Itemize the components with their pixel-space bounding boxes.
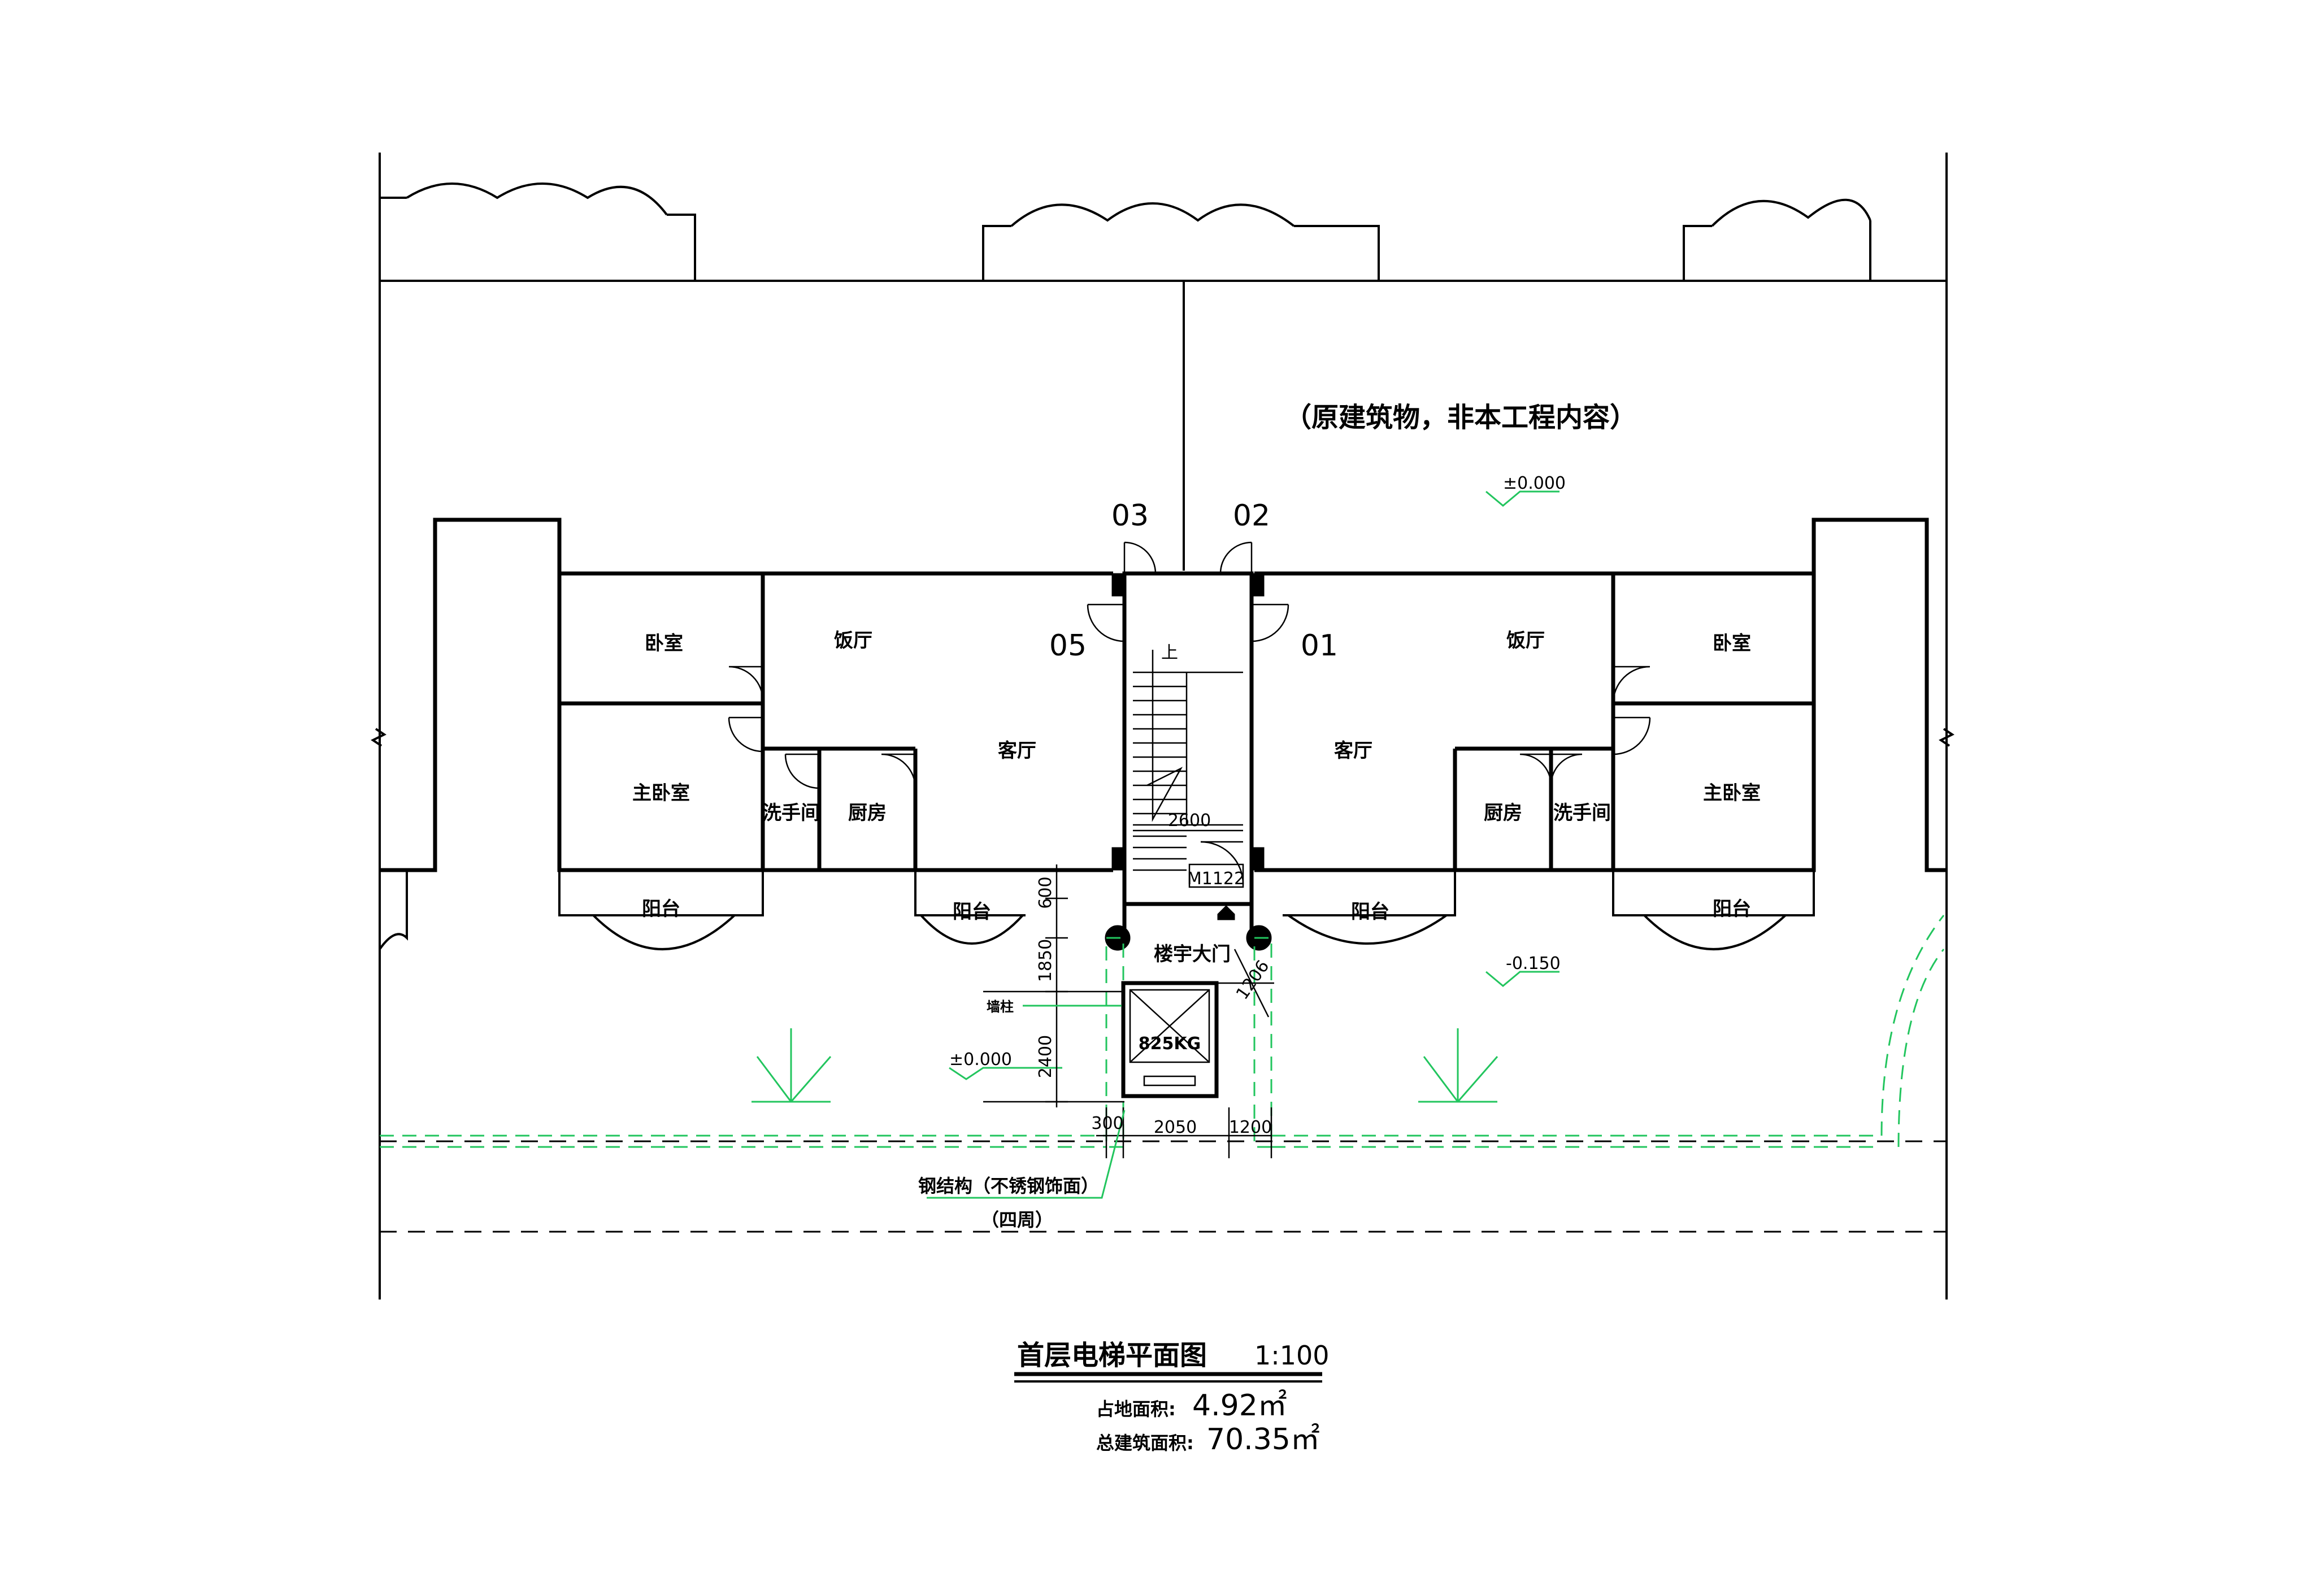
room-kitchen-left: 厨房 — [848, 802, 887, 824]
steel-note-leader — [927, 1110, 1126, 1199]
level-marker-left: ±0.000 — [949, 1050, 1062, 1080]
total-area-value: 70.35㎡ — [1206, 1423, 1320, 1457]
room-dining-left: 饭厅 — [834, 629, 872, 652]
stair-core — [1111, 571, 1265, 906]
door-label-03: 03 — [1111, 499, 1149, 533]
room-washroom-left: 洗手间 — [762, 802, 820, 824]
dim-2400: 2400 — [1036, 1035, 1055, 1078]
column — [1251, 573, 1265, 597]
room-bedroom-right: 卧室 — [1713, 632, 1751, 655]
room-bedroom-left: 卧室 — [645, 632, 683, 655]
door-label-05: 05 — [1049, 629, 1087, 663]
total-area-label: 总建筑面积: — [1096, 1432, 1194, 1454]
room-balcony-left-2: 阳台 — [953, 901, 991, 923]
steel-note-line1: 钢结构（不锈钢饰面） — [918, 1175, 1099, 1197]
room-living-left: 客厅 — [998, 740, 1036, 762]
dim-2600: 2600 — [1168, 811, 1211, 831]
drawing-scale: 1:100 — [1254, 1340, 1330, 1371]
dim-1850: 1850 — [1036, 939, 1055, 982]
level-text: ±0.000 — [1503, 473, 1566, 493]
plant-symbol-left — [752, 1028, 832, 1103]
door-swings — [728, 541, 1651, 885]
left-wing-walls — [380, 518, 1113, 915]
plant-symbol-right — [1418, 1028, 1498, 1103]
stair-up-label: 上 — [1161, 643, 1178, 663]
level-text: -0.150 — [1506, 954, 1561, 973]
dim-1200: 1200 — [1229, 1118, 1272, 1137]
hedge-strip — [380, 915, 1947, 1233]
room-washroom-right: 洗手间 — [1553, 802, 1611, 824]
stair-treads — [1133, 685, 1187, 871]
room-kitchen-right: 厨房 — [1484, 802, 1522, 824]
break-mark-right — [1939, 728, 1954, 747]
room-balcony-left: 阳台 — [642, 898, 680, 920]
room-dining-right: 饭厅 — [1506, 629, 1545, 652]
existing-building-note: （原建筑物，非本工程内容） — [1284, 402, 1637, 433]
main-entrance-label: 楼宇大门 — [1154, 943, 1231, 966]
existing-building-top — [380, 182, 1947, 571]
level-text: ±0.000 — [949, 1050, 1012, 1070]
break-mark-left — [371, 728, 386, 747]
drawing-title: 首层电梯平面图 — [1017, 1340, 1207, 1371]
elevator-capacity: 825KG — [1139, 1034, 1201, 1054]
column — [1111, 847, 1125, 871]
room-balcony-right-2: 阳台 — [1713, 898, 1751, 920]
entry-arrow-icon — [1217, 905, 1235, 920]
room-living-right: 客厅 — [1334, 740, 1372, 762]
title-block: 首层电梯平面图 1:100 占地面积: 4.92㎡ 总建筑面积: 70.35㎡ — [1014, 1340, 1330, 1457]
room-master-right: 主卧室 — [1703, 782, 1761, 805]
level-marker-lower: -0.150 — [1485, 954, 1561, 987]
room-master-left: 主卧室 — [632, 782, 690, 805]
footprint-label: 占地面积: — [1096, 1398, 1176, 1420]
door-label-02: 02 — [1233, 499, 1270, 533]
dim-1206: 1206 — [1232, 957, 1273, 1003]
column — [1111, 573, 1125, 597]
steel-note-line2: （四周） — [981, 1209, 1053, 1231]
dimension-lines — [983, 829, 1272, 1158]
dim-2050: 2050 — [1154, 1118, 1197, 1137]
wall-column-label: 墙柱 — [987, 999, 1014, 1015]
door-label-m1122: M1122 — [1187, 869, 1245, 889]
column — [1251, 847, 1265, 871]
dim-600: 600 — [1036, 876, 1055, 909]
balconies — [379, 870, 1815, 950]
room-balcony-right: 阳台 — [1351, 901, 1389, 923]
dim-300: 300 — [1091, 1114, 1123, 1133]
level-marker-top: ±0.000 — [1485, 473, 1566, 507]
door-label-01: 01 — [1301, 629, 1338, 663]
footprint-value: 4.92㎡ — [1192, 1389, 1287, 1423]
